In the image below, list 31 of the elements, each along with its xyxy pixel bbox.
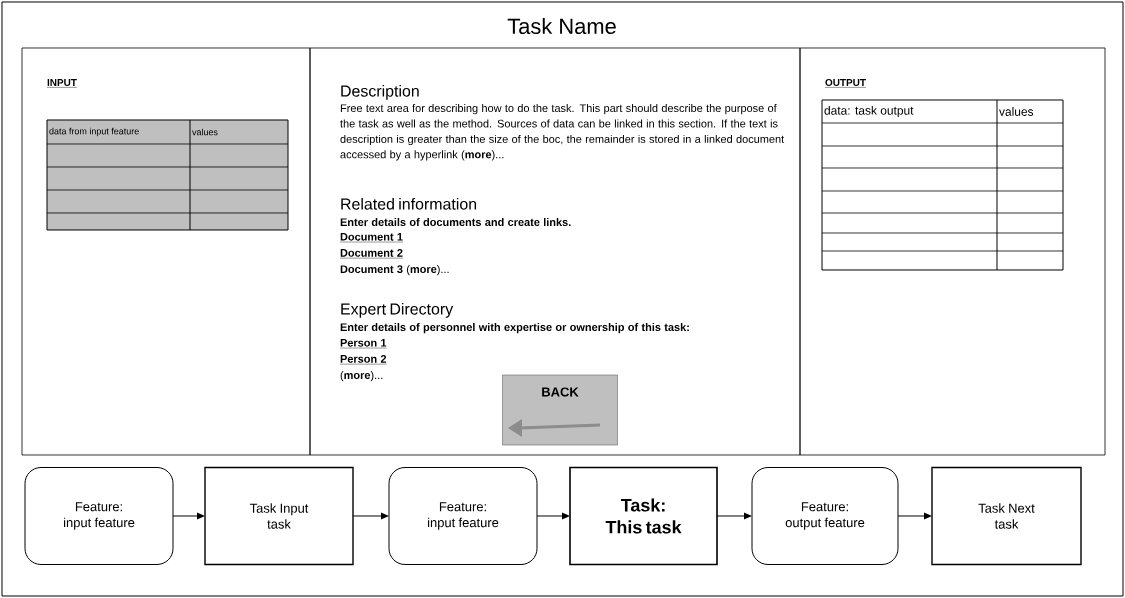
- feature-box: Feature: input feature: [24, 467, 174, 565]
- column-header: data: task output: [824, 105, 914, 118]
- arrow: [352, 512, 389, 520]
- arrow: [536, 512, 570, 520]
- arrow: [716, 512, 752, 520]
- arrow: [172, 512, 205, 520]
- description-paragraph: Free text area for describing how to do the task. This part should describe the purpose of the task as well as the method. Sources of data can be linked in this section. If the text is description is greater than the size of the boc, the remainder is stored in a linked document accessed by a hyperlink (more)...: [340, 104, 785, 161]
- link: Person 2: [339, 355, 387, 365]
- column-header: values: [999, 107, 1034, 116]
- column-header: values: [192, 128, 218, 136]
- feature-box: Feature: output feature: [751, 467, 899, 565]
- panel-heading: OUTPUT: [824, 78, 867, 88]
- section-heading: Expert Directory: [341, 303, 454, 318]
- feature-box: Feature: input feature: [388, 467, 538, 565]
- link: Person 1: [339, 339, 387, 349]
- panel-heading: INPUT: [46, 79, 78, 88]
- task-box: Task Input task: [204, 466, 354, 566]
- link: (more)...: [340, 371, 383, 382]
- task-box: Task: This task: [569, 466, 718, 566]
- link: Document 1: [339, 233, 404, 243]
- column-header: data from input feature: [49, 127, 139, 137]
- section-heading: Description: [341, 85, 419, 100]
- page-title: Task Name: [507, 17, 616, 35]
- section-heading: Related information: [341, 198, 477, 210]
- link: Document 3 (more)...: [340, 265, 449, 276]
- arrow: [897, 512, 932, 520]
- link: Document 2: [339, 249, 404, 259]
- back-button: BACK: [502, 374, 618, 446]
- instruction-text: Enter details of personnel with expertise or ownership of this task:: [340, 323, 689, 334]
- task-box: Task Next task: [931, 466, 1082, 566]
- instruction-text: Enter details of documents and create links.: [340, 218, 571, 227]
